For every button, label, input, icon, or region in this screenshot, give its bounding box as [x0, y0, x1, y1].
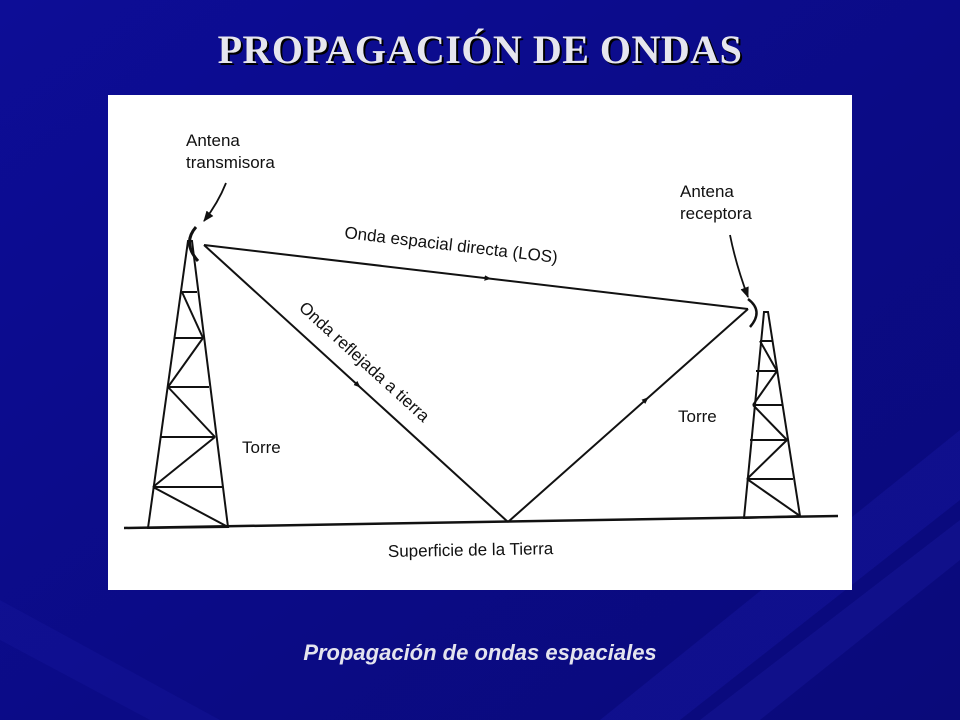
reflected-wave-up [507, 308, 749, 523]
slide-title: PROPAGACIÓN DE ONDAS [217, 27, 743, 72]
tx-antenna-label-line2: transmisora [186, 153, 275, 172]
direct-wave-line [203, 244, 749, 310]
receive-antenna [747, 298, 758, 328]
reflected-wave-down [203, 244, 509, 523]
rx-antenna-label-line1: Antena [680, 182, 734, 201]
propagation-diagram: Antena transmisora Antena receptora Onda… [123, 131, 839, 561]
rx-antenna-label-line2: receptora [680, 204, 752, 223]
right-tower-label: Torre [678, 407, 717, 426]
rx-pointer-arrow [729, 234, 749, 299]
diagram-panel: Antena transmisora Antena receptora Onda… [108, 95, 852, 590]
direct-wave-label: Onda espacial directa (LOS) [344, 223, 559, 267]
right-tower [742, 311, 802, 520]
left-tower-label: Torre [242, 438, 281, 457]
ground-line [123, 514, 839, 530]
figure-caption: Propagación de ondas espaciales [303, 640, 657, 665]
ground-label: Superficie de la Tierra [388, 539, 554, 561]
tx-pointer-arrow [203, 182, 227, 222]
tx-antenna-label-line1: Antena [186, 131, 240, 150]
reflected-wave-label: Onda reflejada a tierra [295, 298, 433, 426]
transmit-antenna [188, 226, 200, 262]
left-tower [146, 240, 230, 530]
